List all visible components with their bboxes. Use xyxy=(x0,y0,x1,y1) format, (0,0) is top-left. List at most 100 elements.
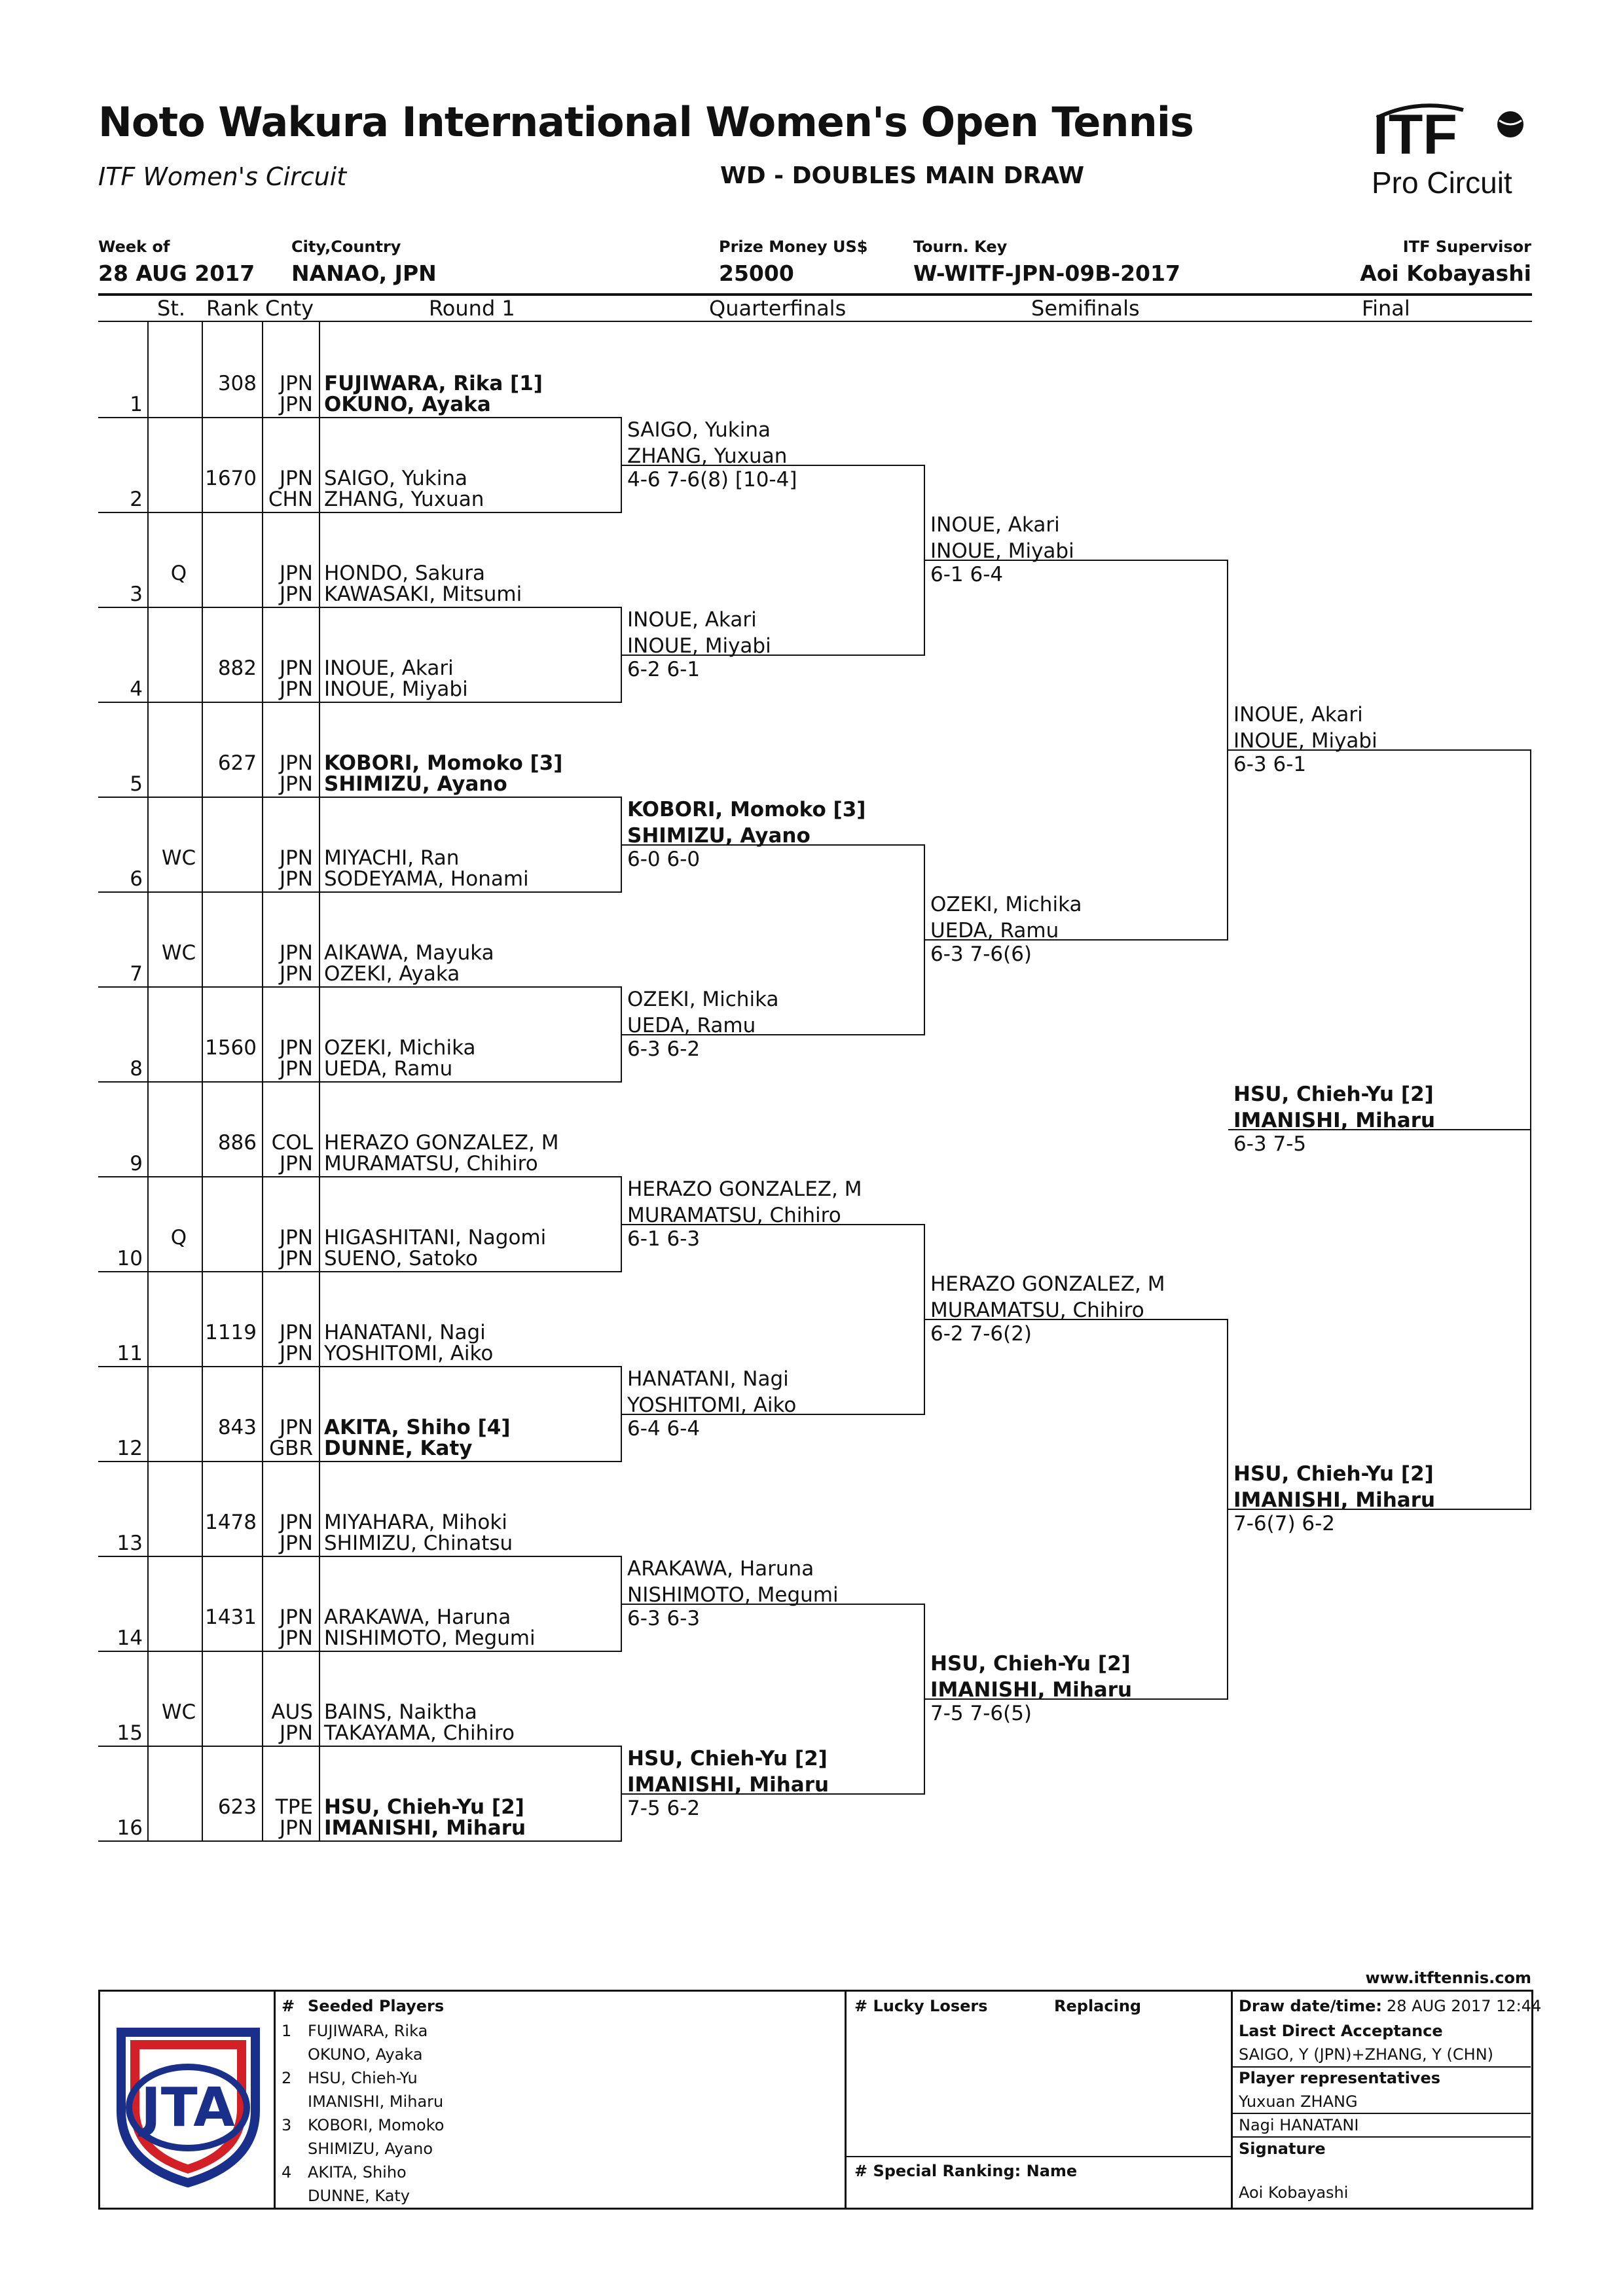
semifinal-entry-line xyxy=(924,939,1228,941)
player-rep-2: Nagi HANATANI xyxy=(1239,2116,1359,2134)
player-name: KOBORI, Momoko [3] xyxy=(324,751,563,775)
round1-entry-line xyxy=(98,1176,622,1177)
quarterfinal-score: 6-4 6-4 xyxy=(627,1416,701,1441)
entry-country: JPN xyxy=(279,656,313,680)
jta-shield-icon: JTA xyxy=(117,2028,260,2188)
entry-rank: 1560 xyxy=(205,1036,257,1060)
semifinal-player: HERAZO GONZALEZ, M xyxy=(930,1272,1165,1296)
entry-status: Q xyxy=(170,1226,187,1249)
seed-player: AKITA, Shiho xyxy=(308,2163,407,2181)
footer-divider-2 xyxy=(845,1990,847,2210)
quarterfinal-entry-line xyxy=(621,844,925,846)
reps-rule-top xyxy=(1231,2066,1531,2068)
supervisor-label: ITF Supervisor xyxy=(1402,238,1531,256)
draw-line-number: 10 xyxy=(117,1247,143,1270)
quarterfinal-entry-line xyxy=(621,1223,925,1225)
jta-logo-text: JTA xyxy=(137,2077,235,2139)
seed-number: 4 xyxy=(282,2163,292,2181)
seed-player: DUNNE, Katy xyxy=(308,2187,410,2205)
entry-rank: 1431 xyxy=(205,1605,257,1629)
round1-entry-line xyxy=(98,797,622,798)
draw-line-number: 4 xyxy=(130,677,143,701)
col-header-quarterfinals: Quarterfinals xyxy=(709,296,847,321)
seed-number: 2 xyxy=(282,2069,292,2087)
seed-number: 3 xyxy=(282,2116,292,2134)
page-title: Noto Wakura International Women's Open T… xyxy=(98,98,1194,146)
prize-label: Prize Money US$ xyxy=(719,238,868,256)
quarterfinal-score: 6-3 6-2 xyxy=(627,1037,701,1061)
final-entry-line xyxy=(1227,1508,1531,1510)
semifinal-player: OZEKI, Michika xyxy=(930,892,1082,916)
itf-logo-icon: ITF Pro Circuit xyxy=(1372,103,1523,200)
finalist-player: HSU, Chieh-Yu [2] xyxy=(1233,1462,1434,1486)
player-name: HANATANI, Nagi xyxy=(324,1321,486,1344)
player-name: OZEKI, Michika xyxy=(324,1036,476,1060)
draw-line-number: 12 xyxy=(117,1437,143,1460)
prize-value: 25000 xyxy=(719,260,794,286)
col-header-st: St. xyxy=(157,296,186,321)
week-label: Week of xyxy=(98,238,170,256)
signature-rule xyxy=(1231,2136,1531,2138)
player-name: SHIMIZU, Chinatsu xyxy=(324,1532,513,1555)
player-name: HSU, Chieh-Yu [2] xyxy=(324,1795,524,1819)
footer-box xyxy=(98,1990,1533,2210)
circuit-name: ITF Women's Circuit xyxy=(98,162,347,191)
col-header-cnty: Cnty xyxy=(265,296,314,321)
round1-entry-line xyxy=(98,1651,622,1652)
entry-rank: 627 xyxy=(217,751,257,775)
champion-player: HSU, Chieh-Yu [2] xyxy=(1233,1082,1434,1106)
champion-line xyxy=(1228,1128,1531,1130)
round1-entry-line xyxy=(98,986,622,988)
round1-entry-line xyxy=(98,1271,622,1272)
draw-line-number: 7 xyxy=(130,962,143,986)
semifinal-player: HSU, Chieh-Yu [2] xyxy=(930,1651,1131,1676)
entry-country: JPN xyxy=(279,941,313,965)
player-name: MIYAHARA, Mihoki xyxy=(324,1511,507,1534)
website[interactable]: www.itftennis.com xyxy=(1365,1969,1531,1987)
entry-country: CHN xyxy=(268,488,313,511)
tourn-key-value: W-WITF-JPN-09B-2017 xyxy=(913,260,1180,286)
player-name: HONDO, Sakura xyxy=(324,562,485,585)
entry-country: JPN xyxy=(279,677,313,701)
finalist-player: INOUE, Akari xyxy=(1233,702,1363,726)
entry-country: JPN xyxy=(279,372,313,395)
draw-line-number: 8 xyxy=(130,1057,143,1081)
player-name: AIKAWA, Mayuka xyxy=(324,941,494,965)
player-name: KAWASAKI, Mitsumi xyxy=(324,583,522,606)
entry-rank: 882 xyxy=(217,656,257,680)
finalist-player: IMANISHI, Miharu xyxy=(1233,1488,1436,1512)
entry-rank: 1670 xyxy=(205,467,257,490)
quarterfinal-player: NISHIMOTO, Megumi xyxy=(627,1583,839,1607)
entry-country: JPN xyxy=(279,467,313,490)
quarterfinal-score: 6-1 6-3 xyxy=(627,1227,701,1251)
col-header-round1: Round 1 xyxy=(429,296,515,321)
seed-player: KOBORI, Momoko xyxy=(308,2116,445,2134)
quarterfinal-score: 7-5 6-2 xyxy=(627,1796,701,1820)
player-reps-label: Player representatives xyxy=(1239,2069,1441,2087)
round1-entry-line xyxy=(98,607,622,608)
footer-divider-1 xyxy=(274,1990,276,2210)
seeded-hash: # xyxy=(282,1997,295,2015)
quarterfinal-player: HSU, Chieh-Yu [2] xyxy=(627,1746,828,1770)
special-ranking-header: # Special Ranking: Name xyxy=(854,2162,1078,2180)
draw-line-number: 6 xyxy=(130,867,143,891)
seed-player: OKUNO, Ayaka xyxy=(308,2045,423,2064)
quarterfinal-player: UEDA, Ramu xyxy=(627,1013,756,1037)
entry-status: Q xyxy=(170,562,187,585)
entry-country: JPN xyxy=(279,1342,313,1365)
quarterfinal-score: 6-0 6-0 xyxy=(627,847,701,871)
quarterfinal-player: SAIGO, Yukina xyxy=(627,418,771,442)
draw-type: WD - DOUBLES MAIN DRAW xyxy=(720,162,1085,189)
draw-line-number: 2 xyxy=(130,488,143,511)
round1-entry-line xyxy=(98,1461,622,1462)
entry-country: JPN xyxy=(279,1626,313,1650)
semifinal-score: 6-1 6-4 xyxy=(930,562,1004,586)
entry-country: JPN xyxy=(279,962,313,986)
entry-country: JPN xyxy=(279,751,313,775)
player-name: NISHIMOTO, Megumi xyxy=(324,1626,536,1650)
round1-entry-line xyxy=(98,1746,622,1747)
entry-country: COL xyxy=(271,1131,313,1155)
draw-date-label: Draw date/time: xyxy=(1239,1997,1382,2015)
player-name: SUENO, Satoko xyxy=(324,1247,478,1270)
draw-date-value: 28 AUG 2017 12:44 xyxy=(1387,1997,1542,2015)
